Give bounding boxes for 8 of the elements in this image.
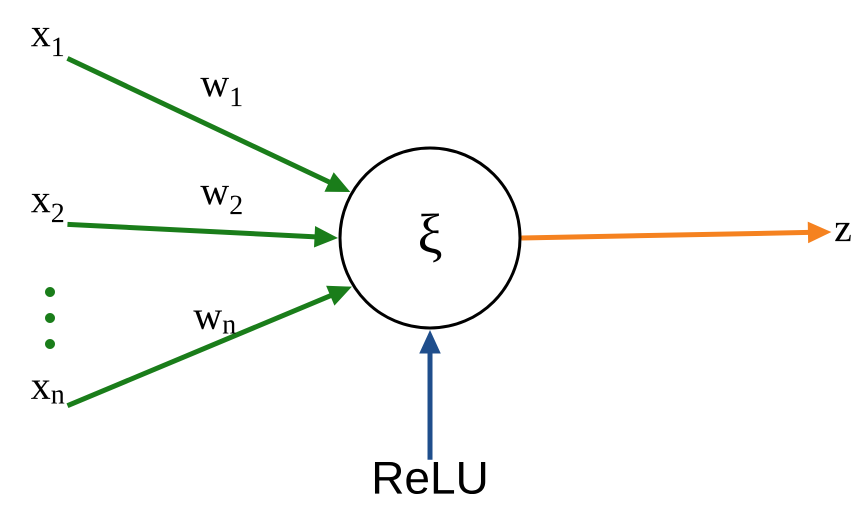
node-label: x$_{2}$ xyxy=(31,194,64,222)
edge-label: w$_{n}$ xyxy=(193,310,236,334)
node-label: x$_{1}$ xyxy=(31,28,64,56)
node-label: x$_{n}$ xyxy=(31,380,64,404)
edge-label: w$_{1}$ xyxy=(200,78,242,106)
node-label: ReLU xyxy=(374,462,486,494)
node-label: z xyxy=(835,222,851,242)
edge-label: w$_{2}$ xyxy=(200,186,242,214)
